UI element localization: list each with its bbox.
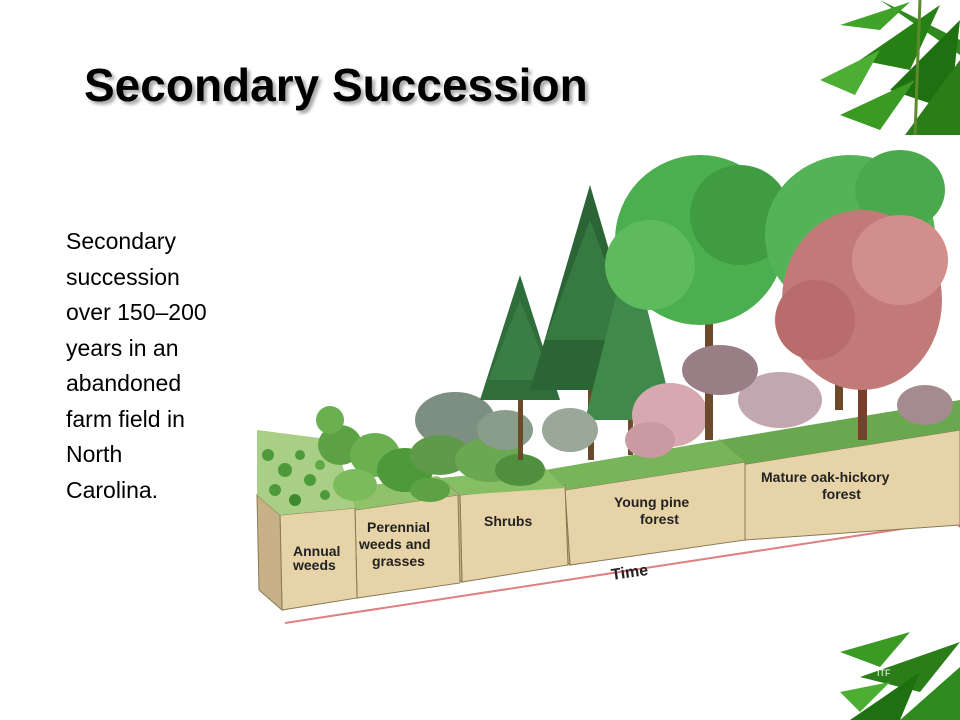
succession-diagram: Time [256, 150, 960, 624]
body-line: Secondary [66, 228, 176, 254]
slide-title: Secondary Succession [84, 59, 588, 111]
body-line: years in an [66, 334, 179, 361]
corner-mark: ITF [877, 668, 891, 678]
bamboo-leaves-bottom-decoration [840, 632, 960, 720]
mature-forest-trees [605, 150, 953, 440]
stage-label-line: forest [640, 511, 679, 527]
stage-label-line: weeds [292, 557, 336, 573]
stage-label-line: Shrubs [484, 513, 532, 529]
shrubs-plants [410, 392, 545, 486]
stage-label-line: Young pine [614, 494, 689, 510]
body-line: abandoned [66, 370, 182, 396]
body-line: North [66, 441, 123, 467]
perennial-grasses-plants [316, 406, 450, 502]
stage-label-line: grasses [372, 553, 425, 569]
stage-label-line: Perennial [367, 519, 430, 535]
slide-body-text: Secondary succession over 150–200 years … [66, 224, 256, 508]
stage-label-young-pine: Young pine forest [614, 494, 689, 527]
annual-weeds-plants [262, 449, 330, 506]
time-label: Time [610, 562, 649, 584]
stage-label-annual-weeds: Annual weeds [292, 543, 340, 573]
bamboo-leaves-top-decoration [820, 0, 960, 135]
young-pine-trees [480, 185, 708, 460]
body-line: over 150–200 [66, 299, 207, 325]
stage-label-shrubs: Shrubs [484, 513, 532, 529]
body-line: Carolina. [66, 476, 159, 503]
stage-label-line: Annual [293, 543, 340, 559]
stage-label-mature-forest: Mature oak-hickory forest [761, 469, 890, 502]
body-line: succession [66, 263, 180, 290]
stage-label-perennials: Perennial weeds and grasses [358, 519, 431, 569]
stage-label-line: Mature oak-hickory [761, 469, 890, 485]
stage-label-line: weeds and [358, 536, 431, 552]
body-line: farm field in [66, 405, 185, 432]
stage-label-line: forest [822, 486, 861, 502]
